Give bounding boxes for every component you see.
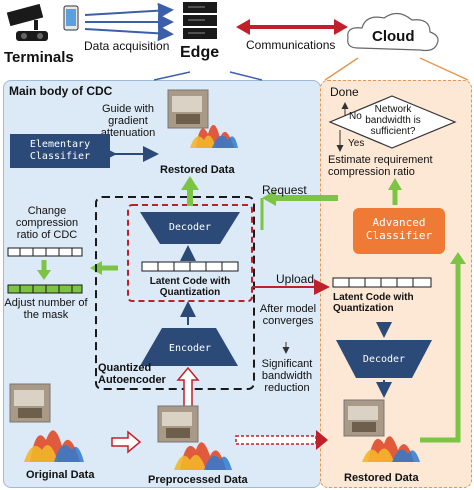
- original-data-image: [9, 383, 84, 462]
- request-label: Request: [262, 183, 307, 197]
- significant-text: Significant bandwidth reduction: [261, 358, 313, 394]
- guide-text: Guide with gradient attenuation: [100, 103, 156, 139]
- edge-label: Edge: [180, 44, 220, 61]
- decision-text: Network bandwidth is sufficient?: [365, 104, 421, 137]
- camera-icon: [6, 3, 44, 30]
- decoder-label-cloud: Decoder: [362, 354, 406, 365]
- restored-data-label: Restored Data: [160, 164, 235, 176]
- data-acquisition-label: Data acquisition: [84, 39, 170, 53]
- restored-data-image: [167, 89, 238, 148]
- cloud-icon: [347, 12, 439, 52]
- original-data-label: Original Data: [26, 469, 95, 481]
- cdc-panel-title: Main body of CDC: [9, 84, 113, 98]
- ratio-bar: [7, 247, 83, 257]
- restored-data-label-cloud: Restored Data: [344, 472, 419, 484]
- quantized-autoencoder-label: Quantized Autoencoder: [98, 362, 166, 386]
- decoder-label: Decoder: [168, 222, 212, 233]
- preprocessed-data-label: Preprocessed Data: [148, 474, 248, 486]
- adjust-mask-text: Adjust number of the mask: [4, 297, 88, 321]
- change-ratio-text: Change compression ratio of CDC: [15, 205, 79, 241]
- cloud-label: Cloud: [372, 28, 415, 45]
- terminals-label: Terminals: [4, 49, 74, 66]
- latent-code-label-cloud: Latent Code with Quantization: [333, 292, 414, 314]
- preprocessed-data-image: [157, 405, 232, 470]
- communications-label: Communications: [246, 38, 336, 52]
- yes-label: Yes: [348, 138, 365, 149]
- done-label: Done: [330, 85, 359, 99]
- after-model-text: After model converges: [259, 303, 317, 327]
- estimate-text: Estimate requirement compression ratio: [328, 154, 433, 178]
- upload-label: Upload: [276, 272, 315, 286]
- vr-glasses-icon: [16, 31, 48, 41]
- encoder-label: Encoder: [168, 343, 212, 354]
- elementary-classifier-box: Elementary Classifier: [10, 134, 110, 168]
- mask-bar: [7, 284, 83, 294]
- no-label: No: [349, 111, 362, 122]
- phone-icon: [63, 5, 79, 31]
- latent-code-label: Latent Code with Quantization: [149, 276, 231, 298]
- server-icon: [183, 2, 217, 39]
- restored-data-image-cloud: [343, 399, 420, 462]
- advanced-classifier-box: Advanced Classifier: [353, 208, 445, 254]
